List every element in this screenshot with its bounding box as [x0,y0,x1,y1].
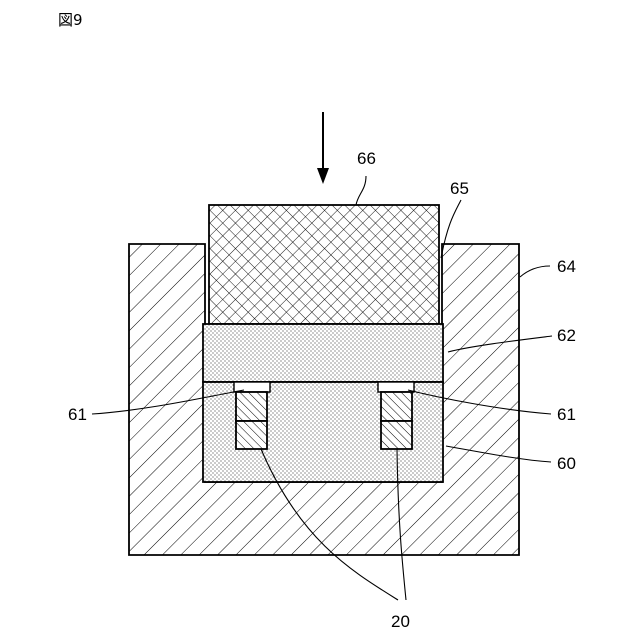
punch-block [209,205,439,324]
press-arrow-icon [317,112,329,184]
label-61-left: 61 [68,405,87,424]
label-61-right: 61 [557,405,576,424]
label-66: 66 [357,149,376,168]
top-layer [203,324,443,382]
leader-64 [520,266,550,277]
component-right [381,392,412,449]
label-62: 62 [557,326,576,345]
label-64: 64 [557,257,576,276]
label-65: 65 [450,179,469,198]
leader-66 [356,176,366,205]
label-60: 60 [557,454,576,473]
component-left [236,392,267,449]
label-20: 20 [391,612,410,631]
